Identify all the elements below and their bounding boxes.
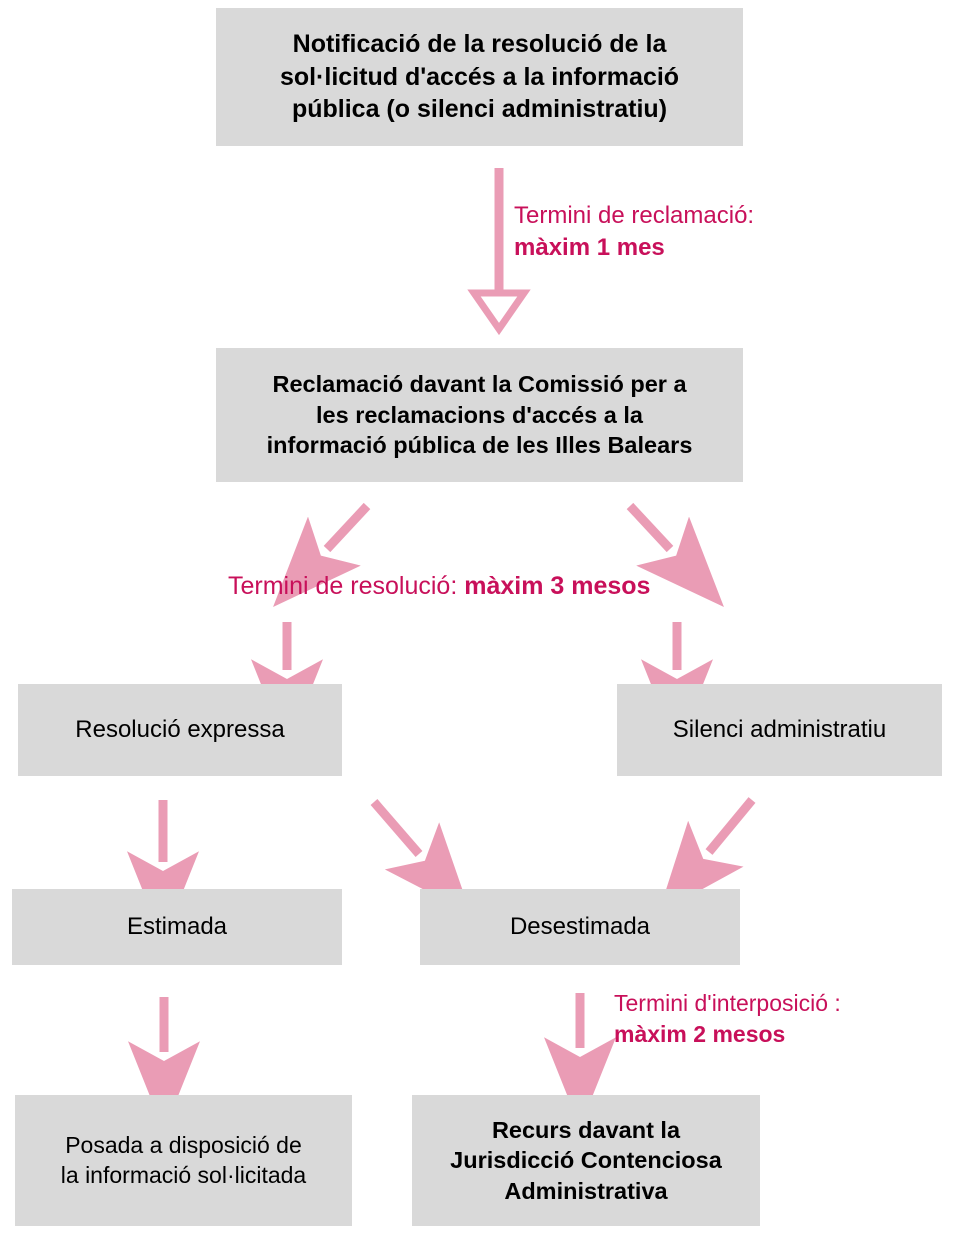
node-silenci-administratiu-label: Silenci administratiu <box>672 716 887 744</box>
label-termini-interposicio-line1: Termini d'interposició : <box>614 990 841 1016</box>
node-resolucio-expressa: Resolució expressa <box>18 684 342 776</box>
node-notificacio-label: Notificació de la resolució de la sol·li… <box>279 30 680 124</box>
label-termini-resolucio-line1: Termini de resolució: <box>228 572 465 600</box>
node-estimada: Estimada <box>12 889 342 965</box>
node-notificacio-resolucio: Notificació de la resolució de la sol·li… <box>216 8 743 146</box>
node-reclamacio-label: Reclamació davant la Comissió per a les … <box>266 371 693 459</box>
arrow-silenci-to-desestimada <box>658 797 756 914</box>
arrow-resolucio-expressa-to-desestimada <box>370 799 471 914</box>
node-silenci-administratiu: Silenci administratiu <box>617 684 942 776</box>
label-termini-interposicio: Termini d'interposició : màxim 2 mesos <box>614 988 841 1050</box>
node-posada-a-disposicio-label: Posada a disposició de la informació sol… <box>60 1131 307 1188</box>
node-desestimada-label: Desestimada <box>509 913 651 941</box>
arrow-reclamacio-to-silenci <box>626 502 724 607</box>
node-desestimada: Desestimada <box>420 889 740 965</box>
node-resolucio-expressa-label: Resolució expressa <box>75 716 285 744</box>
label-termini-resolucio-line2: màxim 3 mesos <box>464 572 651 600</box>
label-termini-reclamacio: Termini de reclamació: màxim 1 mes <box>514 200 754 265</box>
node-recurs-jurisdiccio: Recurs davant la Jurisdicció Contenciosa… <box>412 1095 760 1226</box>
node-reclamacio-comissio: Reclamació davant la Comissió per a les … <box>216 348 743 482</box>
node-estimada-label: Estimada <box>126 913 228 941</box>
node-posada-a-disposicio: Posada a disposició de la informació sol… <box>15 1095 352 1226</box>
node-recurs-jurisdiccio-label: Recurs davant la Jurisdicció Contenciosa… <box>450 1116 722 1204</box>
label-termini-reclamacio-line2: màxim 1 mes <box>514 234 665 262</box>
arrow-reclamacio-to-resolucio-expressa <box>273 502 371 607</box>
label-termini-resolucio: Termini de resolució: màxim 3 mesos <box>228 570 650 604</box>
label-termini-interposicio-line2: màxim 2 mesos <box>614 1021 786 1048</box>
label-termini-reclamacio-line1: Termini de reclamació: <box>514 202 755 229</box>
